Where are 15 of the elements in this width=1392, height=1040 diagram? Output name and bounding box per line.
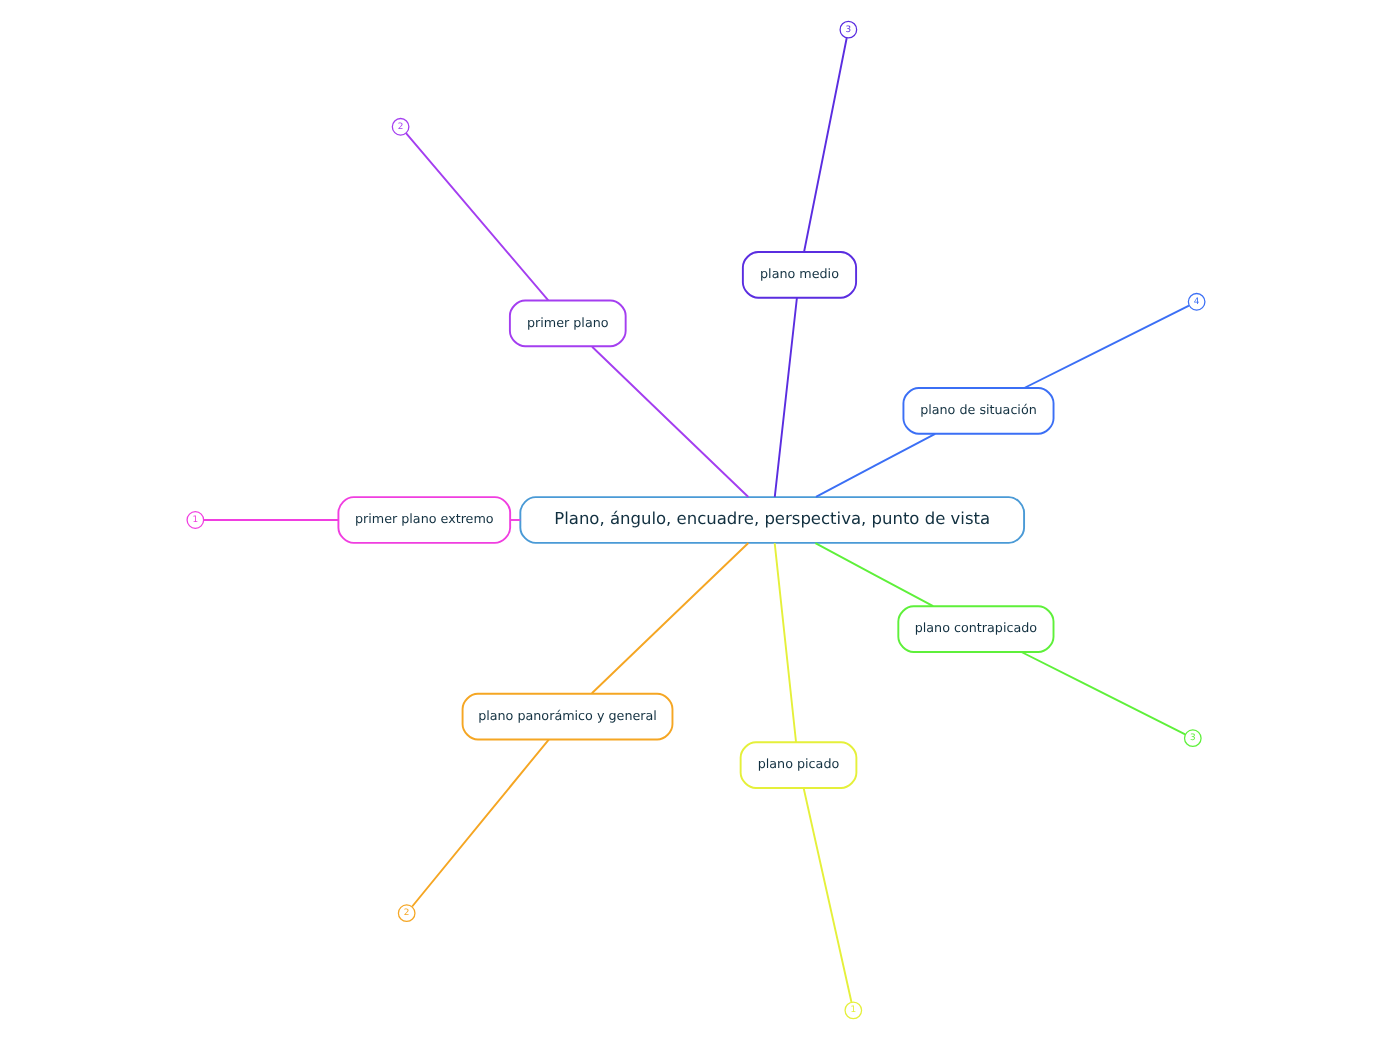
connector (1023, 304, 1190, 389)
connector (803, 37, 848, 253)
connector (591, 345, 750, 498)
connector (405, 132, 550, 302)
connector (773, 542, 797, 743)
connector (773, 297, 798, 498)
connector (1020, 651, 1187, 736)
connector (814, 542, 935, 608)
connector (802, 787, 853, 1003)
connector (509, 519, 522, 521)
connector (202, 519, 340, 521)
connector (815, 432, 937, 498)
node-box: Plano, ángulo, encuadre, perspectiva, punto de vista (519, 496, 1026, 544)
connector (411, 738, 550, 908)
connector (590, 542, 750, 695)
